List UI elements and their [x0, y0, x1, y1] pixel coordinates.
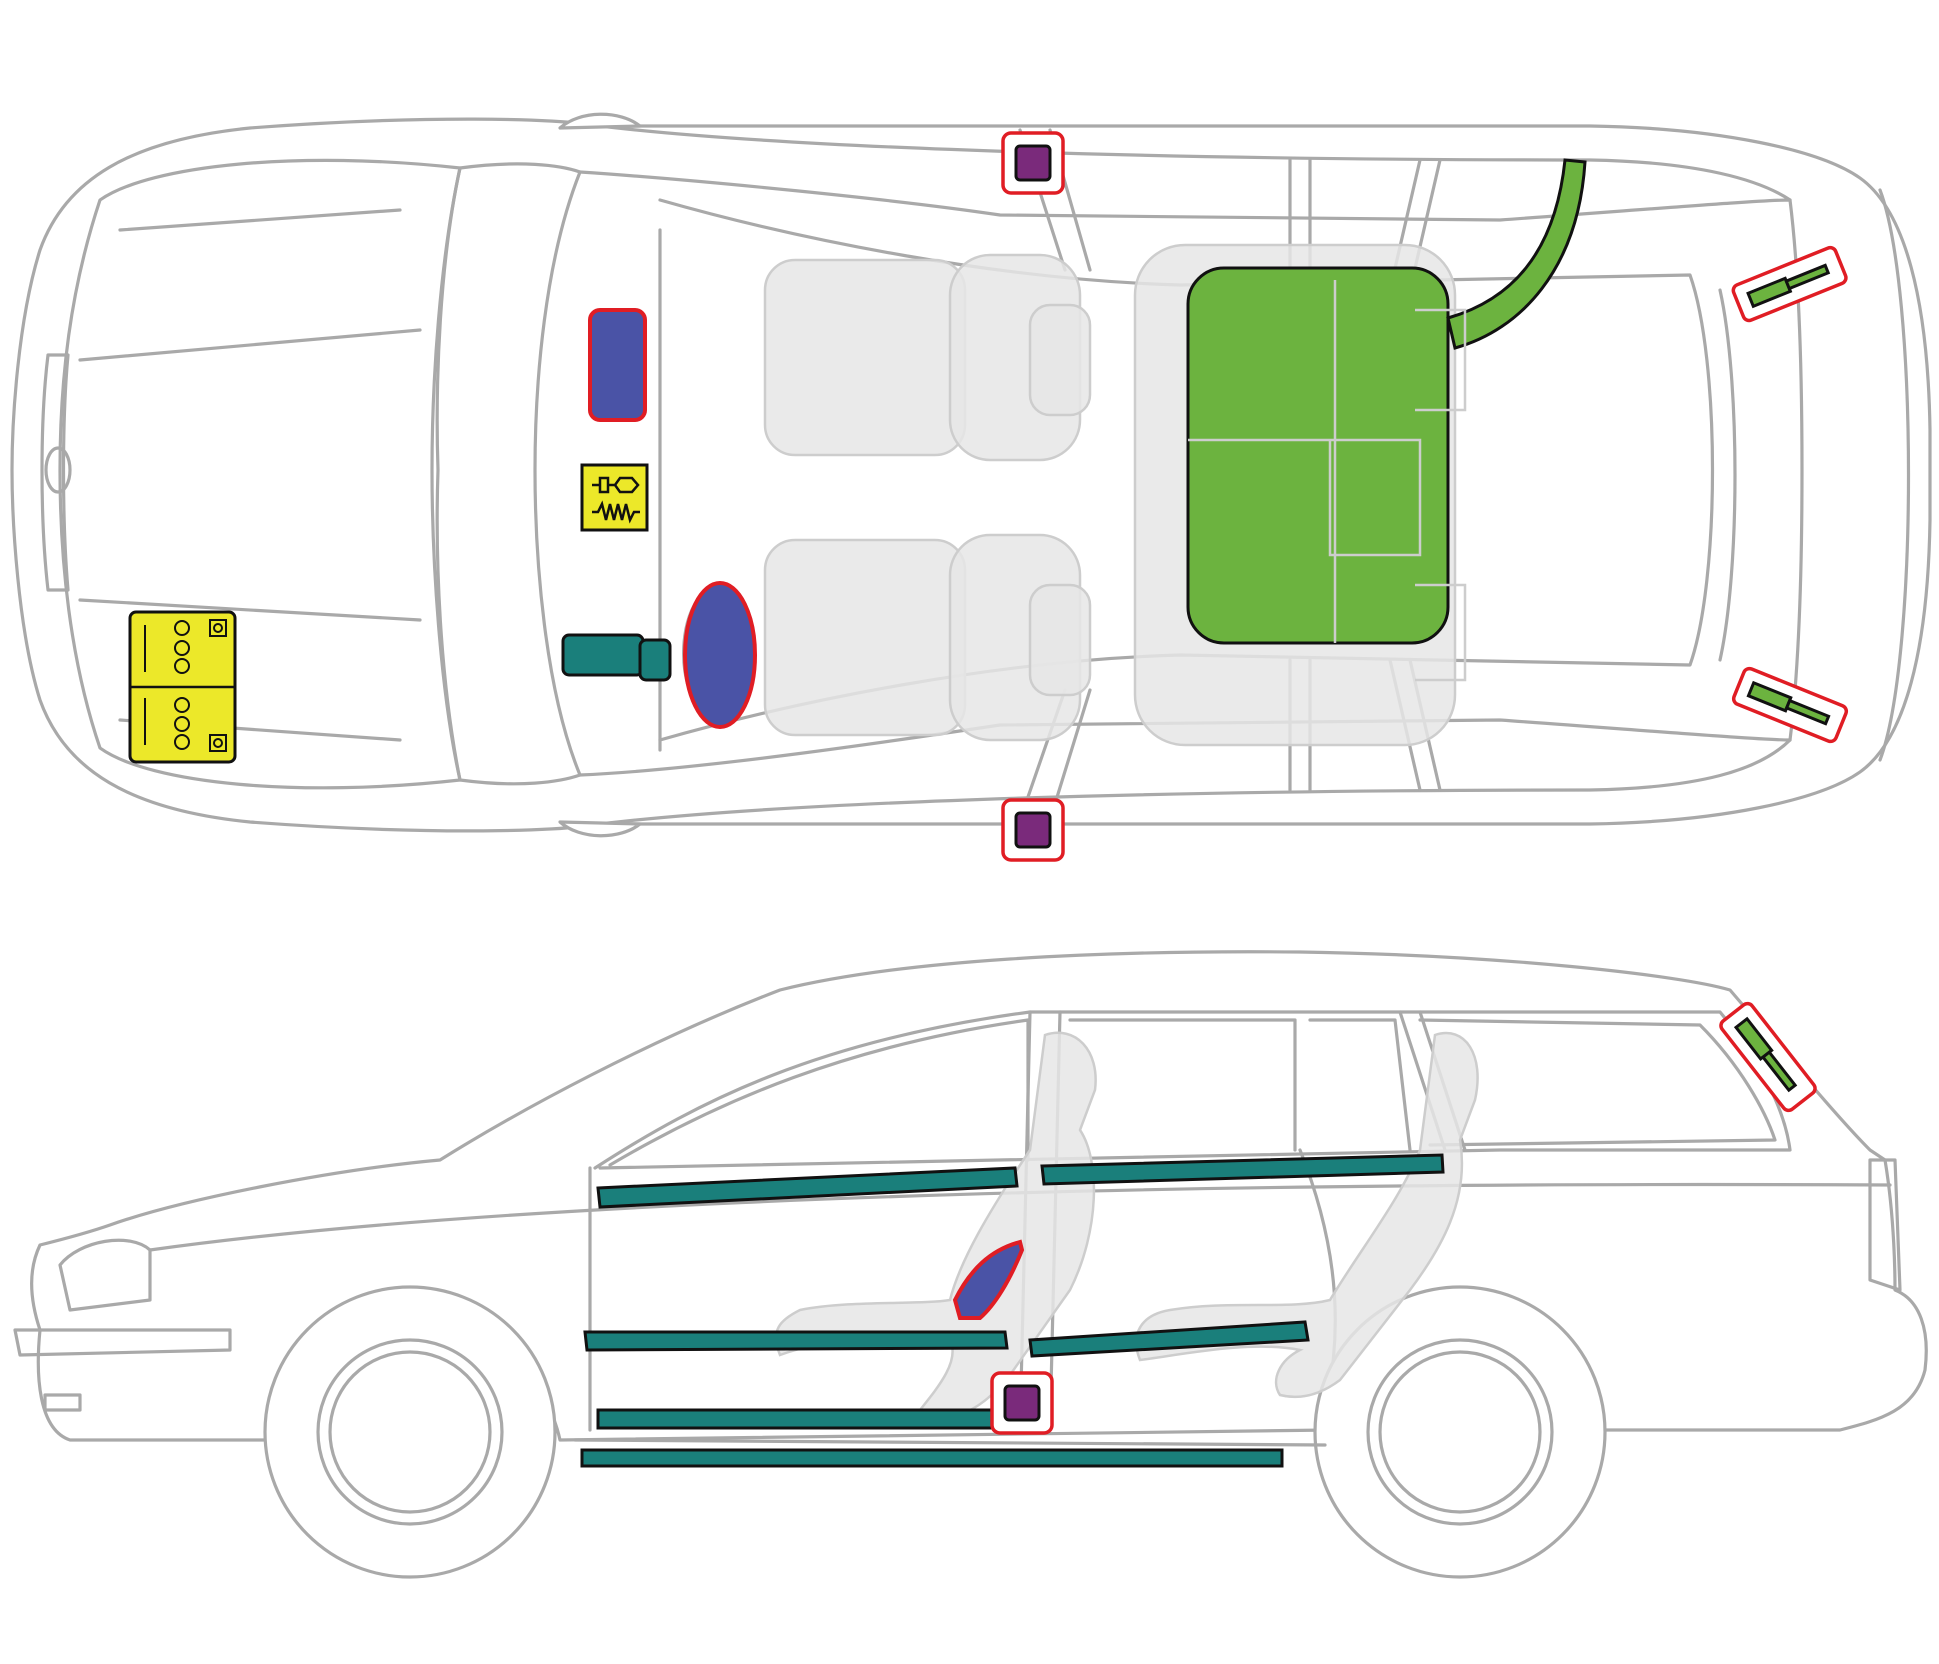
airbag-control-unit: [580, 463, 649, 532]
fog-light: [43, 1393, 82, 1412]
side-view: [13, 950, 1928, 1579]
front-emblem: [44, 446, 72, 494]
rear-bench-overlay: [1188, 280, 1467, 682]
top-view: [10, 112, 1932, 862]
fuel-tank: [1186, 158, 1587, 682]
tailgate-gas-strut-right: [1731, 666, 1849, 744]
battery-terminals: [144, 619, 227, 752]
c-pillar-left: [1288, 158, 1442, 292]
reinforcement-icon: [1028, 1320, 1310, 1358]
pretensioner-icon: [1014, 811, 1052, 849]
steering-shaft-outer: [561, 633, 645, 677]
steering-column: [561, 581, 757, 729]
fuel-tank-icon: [1186, 266, 1450, 645]
front-seats-ghost: [763, 253, 1092, 742]
reinforcement-icon: [596, 1166, 1019, 1209]
fuel-filler-pipe-shape: [1446, 158, 1587, 350]
front-seat-right-headrest: [1028, 583, 1092, 697]
control-unit-symbol: [592, 476, 640, 524]
front-bumper-side: [13, 1328, 232, 1357]
seatbelt-pretensioner-side: [990, 1371, 1054, 1435]
rear-wheel: [1313, 1285, 1607, 1579]
rear-window-line: [1718, 288, 1737, 662]
window-cargo: [1418, 1018, 1777, 1147]
window-front: [608, 1018, 1030, 1167]
hood-crease: [78, 208, 422, 742]
tailgate-gas-strut-side: [1719, 1001, 1817, 1113]
side-window-frame: [593, 1010, 1792, 1170]
pretensioner-icon: [1003, 1384, 1041, 1422]
frontal-airbag-passenger: [588, 308, 647, 422]
front-seat-left-cushion: [763, 258, 967, 457]
roof-rail-right: [598, 738, 1792, 826]
seatbelt-pretensioner-left: [1001, 131, 1065, 195]
steering-shaft-inner: [638, 638, 672, 682]
frontal-airbag-driver: [683, 581, 757, 729]
tailgate-gas-strut-left: [1731, 245, 1848, 323]
front-wheel: [263, 1285, 557, 1579]
pretensioner-icon: [1014, 144, 1052, 182]
battery: [128, 610, 237, 764]
front-seat-right-cushion: [763, 538, 967, 737]
tail-light: [1868, 1158, 1902, 1292]
gas-strut-rod: [1784, 263, 1831, 291]
gas-strut-rod: [1784, 698, 1831, 726]
front-seat-left-headrest: [1028, 303, 1092, 417]
roof-rail-left: [598, 124, 1792, 202]
sill-reinforcement: [580, 1448, 1284, 1468]
side-airbag: [952, 1239, 1025, 1320]
rear-bumper: [1878, 188, 1911, 762]
seatbelt-pretensioner-right: [1001, 798, 1065, 862]
reinforcement-icon: [583, 1330, 1009, 1352]
gas-strut-rod: [1760, 1050, 1798, 1093]
mirror-left: [558, 112, 642, 130]
rear-seat-side-ghost: [1135, 1031, 1479, 1399]
reinforcement-icon: [1040, 1153, 1445, 1186]
mirror-right: [558, 820, 642, 838]
door-reinforcement-bars: [583, 1153, 1445, 1430]
sill-line: [573, 1438, 1327, 1447]
headlight: [58, 1238, 152, 1312]
belt-line: [148, 1182, 1892, 1252]
front-grille: [40, 353, 70, 592]
window-rear-door: [1068, 1018, 1412, 1152]
reinforcement-icon: [596, 1408, 1002, 1430]
